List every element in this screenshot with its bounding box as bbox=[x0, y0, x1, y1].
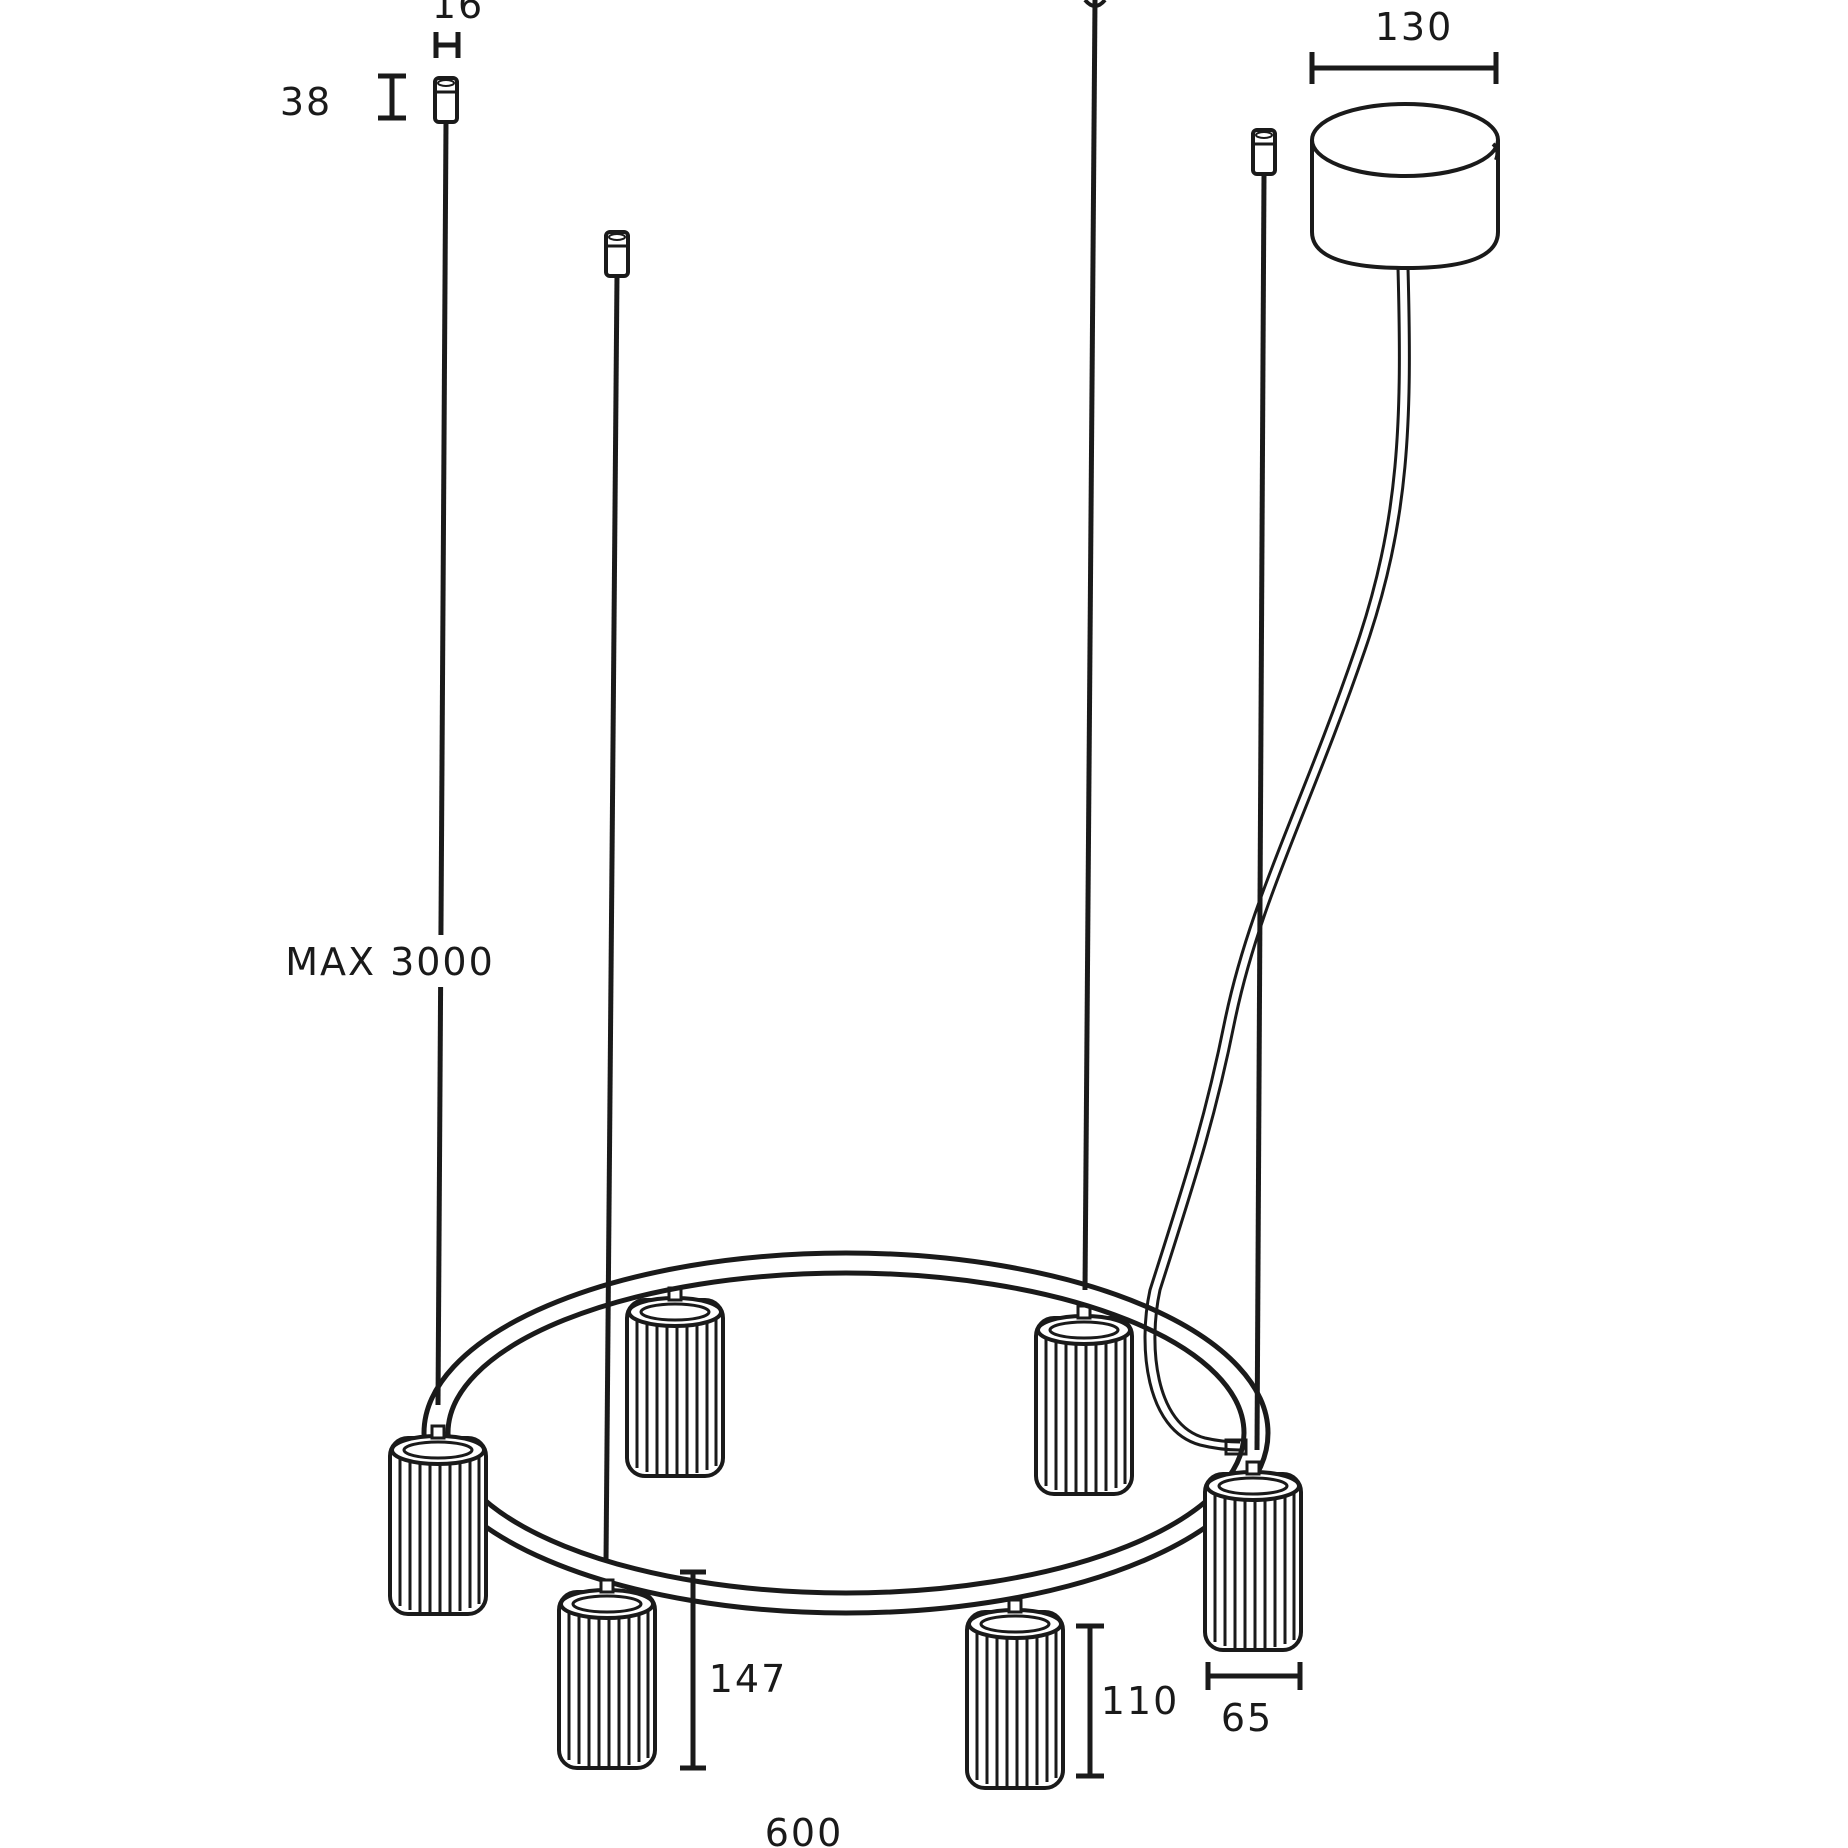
ring-diameter-label: 600 bbox=[765, 1811, 844, 1848]
suspension-cable-back-left bbox=[603, 230, 630, 1563]
ceiling-canopy bbox=[1310, 102, 1500, 271]
suspension-cable-center bbox=[1082, 0, 1107, 1291]
lamp-shade-back-right bbox=[1034, 1304, 1134, 1496]
connector-height-label: 38 bbox=[280, 80, 332, 124]
connector-width-dimension: 16 bbox=[432, 0, 484, 58]
lamp-shade-front-right bbox=[965, 1598, 1065, 1790]
max-length-label: MAX 3000 bbox=[285, 940, 495, 984]
ring-height-label: 147 bbox=[709, 1657, 788, 1701]
lamp-shade-front-left bbox=[557, 1578, 657, 1770]
lamp-ring bbox=[421, 1250, 1271, 1616]
ring-diameter-dimension: 600 bbox=[765, 1811, 844, 1848]
connector-width-label: 16 bbox=[432, 0, 484, 27]
max-length-dimension: MAX 3000 bbox=[285, 935, 495, 987]
lamp-shade-right bbox=[1203, 1460, 1303, 1652]
lamp-shade-back-left bbox=[625, 1286, 725, 1478]
shade-height-dimension: 110 bbox=[1076, 1623, 1180, 1779]
lamp-shade-left bbox=[388, 1424, 488, 1616]
shade-width-label: 65 bbox=[1221, 1696, 1273, 1740]
connector-height-dimension: 38 bbox=[280, 73, 406, 124]
ring-height-dimension: 147 bbox=[680, 1569, 788, 1771]
shade-width-dimension: 65 bbox=[1205, 1662, 1303, 1740]
canopy-width-label: 130 bbox=[1375, 5, 1454, 49]
power-cord bbox=[1143, 267, 1411, 1456]
suspension-cable-right bbox=[1251, 128, 1277, 1451]
canopy-width-dimension: 130 bbox=[1309, 5, 1499, 84]
shade-height-label: 110 bbox=[1101, 1679, 1180, 1723]
suspension-cable-left bbox=[433, 76, 459, 1406]
